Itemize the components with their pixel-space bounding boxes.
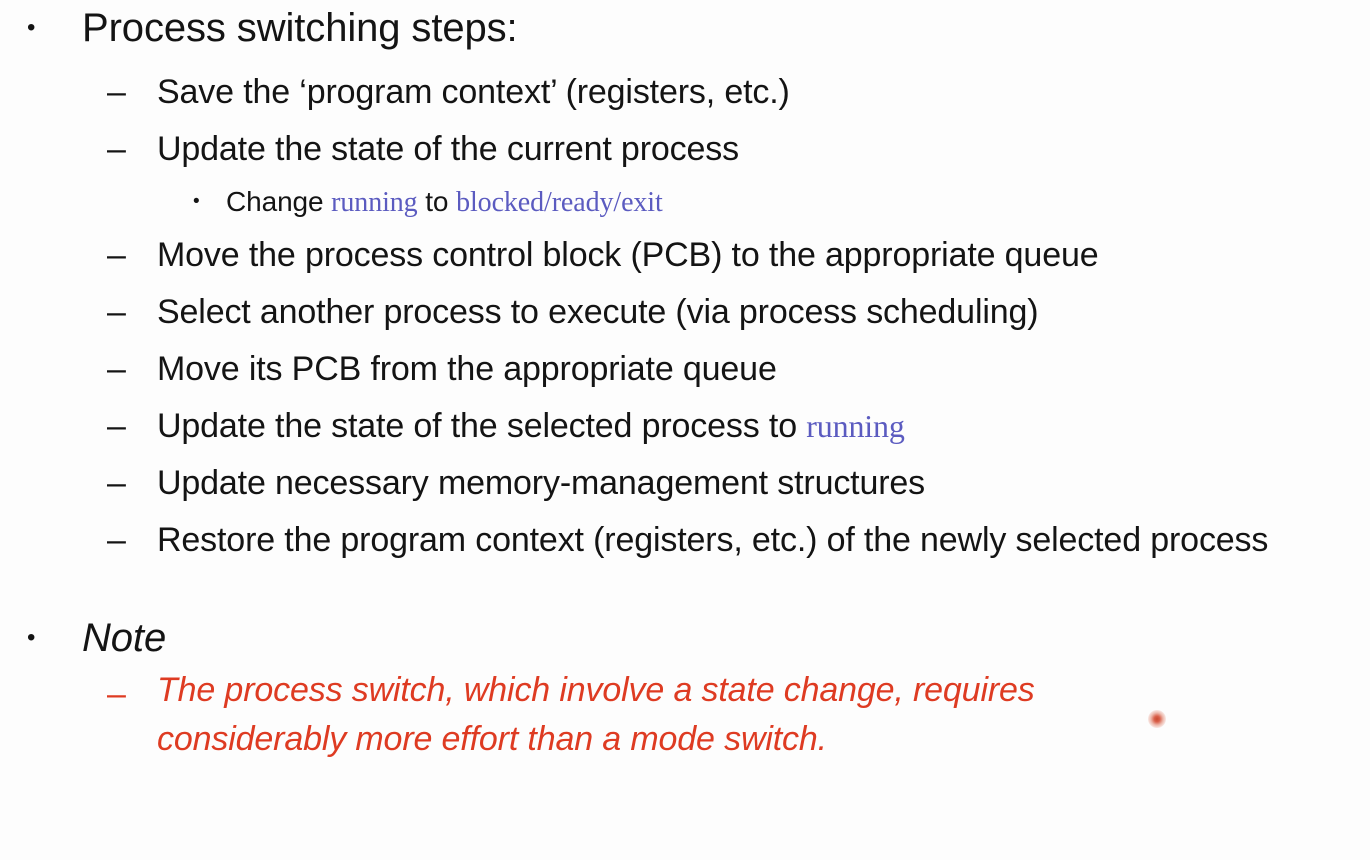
spacer <box>0 569 1370 586</box>
step-move-pcb-to-queue: – Move the process control block (PCB) t… <box>0 227 1370 284</box>
state-running: running <box>331 187 418 218</box>
dash-icon: – <box>107 236 126 274</box>
step-restore-program-context: – Restore the program context (registers… <box>0 512 1370 569</box>
dash-icon: – <box>107 407 126 445</box>
note-body: – The process switch, which involve a st… <box>0 666 1370 764</box>
dash-icon: – <box>107 464 126 502</box>
step-text: Save the ‘program context’ (registers, e… <box>157 73 790 111</box>
heading-text: Process switching steps: <box>82 6 518 50</box>
step-text: Update necessary memory-management struc… <box>157 464 926 502</box>
step-update-selected-to-running: – Update the state of the selected proce… <box>0 398 1370 455</box>
bullet-note: • Note <box>0 610 1370 666</box>
note-heading-text: Note <box>82 616 167 660</box>
step-move-its-pcb-from-queue: – Move its PCB from the appropriate queu… <box>0 341 1370 398</box>
step-select-another-process: – Select another process to execute (via… <box>0 284 1370 341</box>
step-text: Restore the program context (registers, … <box>157 521 1269 559</box>
step-update-memory-management: – Update necessary memory-management str… <box>0 455 1370 512</box>
bullet-icon: • <box>193 191 200 212</box>
dash-icon: – <box>107 350 126 388</box>
substep-change-state: • Change running to blocked/ready/exit <box>0 178 1370 227</box>
bullet-icon: • <box>27 14 36 41</box>
note-body-text: The process switch, which involve a stat… <box>157 671 1035 758</box>
dash-icon: – <box>107 521 126 559</box>
step-save-program-context: – Save the ‘program context’ (registers,… <box>0 64 1370 121</box>
state-blocked-ready-exit: blocked/ready/exit <box>456 187 663 218</box>
change-middle: to <box>417 186 457 217</box>
update-selected-prefix: Update the state of the selected process… <box>157 407 807 445</box>
change-prefix: Change <box>226 186 332 217</box>
step-text: Update the state of the selected process… <box>157 398 1367 455</box>
laser-pointer-dot <box>1148 710 1166 728</box>
dash-icon: – <box>107 675 126 713</box>
dash-icon: – <box>107 73 126 111</box>
bullet-process-switching-steps: • Process switching steps: <box>0 0 1370 56</box>
substep-text: Change running to blocked/ready/exit <box>226 178 1326 227</box>
state-running: running <box>806 408 905 444</box>
step-text: Move its PCB from the appropriate queue <box>157 350 777 388</box>
step-update-current-state: – Update the state of the current proces… <box>0 121 1370 178</box>
dash-icon: – <box>107 130 126 168</box>
spacer <box>0 56 1370 64</box>
dash-icon: – <box>107 293 126 331</box>
bullet-icon: • <box>27 624 36 651</box>
step-text: Update the state of the current process <box>157 130 739 168</box>
step-text: Select another process to execute (via p… <box>157 293 1039 331</box>
step-text: Move the process control block (PCB) to … <box>157 236 1099 274</box>
